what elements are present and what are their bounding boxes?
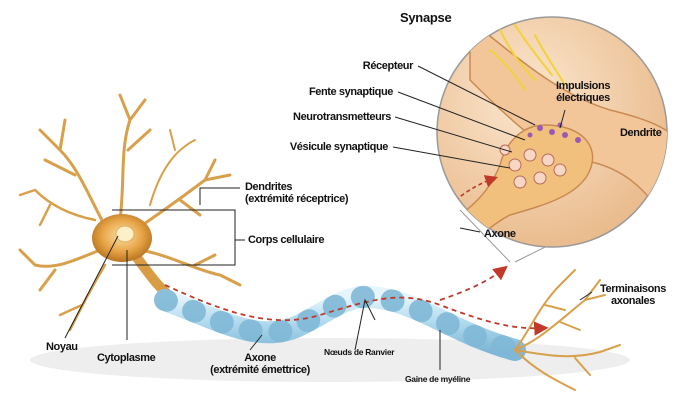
nucleus: [116, 226, 134, 242]
label-corps-cellulaire: Corps cellulaire: [248, 234, 324, 246]
label-cytoplasme: Cytoplasme: [97, 352, 155, 364]
label-noyau: Noyau: [46, 341, 78, 353]
label-axone-synapse: Axone: [484, 228, 516, 240]
label-gaine-myeline: Gaine de myéline: [405, 373, 470, 385]
label-noeuds-ranvier: Nœuds de Ranvier: [324, 346, 394, 358]
label-axone-line2: (extrémité émettrice): [205, 364, 315, 376]
label-terminaisons-line2: axonales: [592, 295, 674, 307]
label-fente-synaptique: Fente synaptique: [290, 86, 393, 98]
label-impulsions-line2: électriques: [546, 92, 620, 104]
label-dendrites-line2: (extrémité réceptrice): [245, 193, 348, 205]
label-impulsions: Impulsions électriques: [546, 80, 620, 104]
label-impulsions-line1: Impulsions: [546, 80, 620, 92]
label-terminaisons: Terminaisons axonales: [592, 283, 674, 307]
label-axone-line1: Axone: [205, 352, 315, 364]
label-terminaisons-line1: Terminaisons: [592, 283, 674, 295]
label-axone: Axone (extrémité émettrice): [205, 352, 315, 376]
synapse-title: Synapse: [400, 12, 451, 24]
label-neurotransmetteurs: Neurotransmetteurs: [275, 111, 391, 123]
label-dendrite: Dendrite: [620, 127, 661, 139]
label-dendrites: Dendrites (extrémité réceptrice): [245, 181, 348, 205]
label-vesicule-synaptique: Vésicule synaptique: [270, 141, 388, 153]
signal-arrow-up: [440, 268, 505, 300]
label-recepteur: Récepteur: [330, 60, 413, 72]
label-dendrites-line1: Dendrites: [245, 181, 348, 193]
dendrite-branches: [20, 95, 240, 330]
